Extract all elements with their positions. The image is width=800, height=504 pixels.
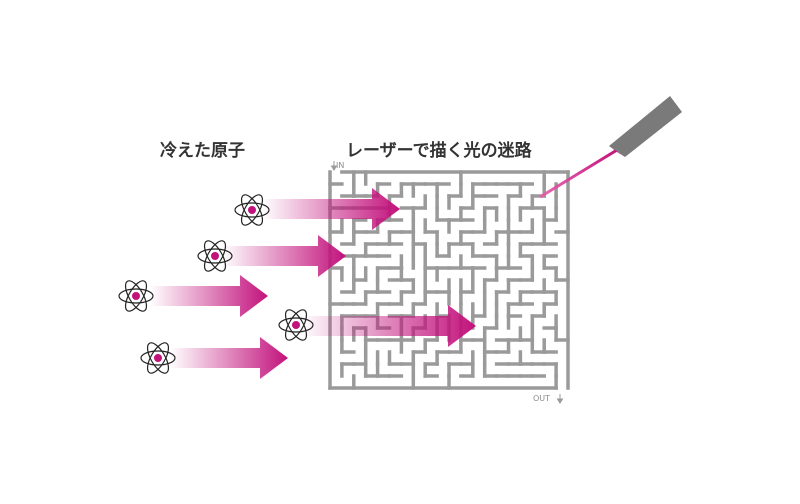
- cold-atoms: [118, 194, 314, 374]
- maze-entrance-label: IN: [336, 161, 345, 170]
- atoms-label: 冷えた原子: [160, 141, 245, 161]
- atom-icon: [118, 280, 154, 312]
- laser-beam: [539, 148, 618, 199]
- laser-emitter-icon: [539, 96, 682, 199]
- arrow-icon: [222, 235, 346, 277]
- maze-exit-label: OUT: [533, 394, 551, 403]
- laser-tip: [609, 146, 625, 157]
- laser-body: [609, 96, 682, 157]
- maze-label: レーザーで描く光の迷路: [346, 141, 532, 161]
- arrow-down-icon: [556, 394, 564, 404]
- arrow-down-icon: [330, 161, 338, 171]
- atom-icon: [234, 194, 270, 226]
- atom-arrows: [150, 188, 476, 379]
- atom-icon: [278, 309, 314, 341]
- atom-icon: [140, 342, 176, 374]
- arrow-icon: [262, 188, 400, 230]
- arrow-icon: [150, 275, 268, 317]
- arrow-icon: [300, 305, 476, 347]
- arrow-icon: [170, 337, 288, 379]
- atom-icon: [197, 240, 233, 272]
